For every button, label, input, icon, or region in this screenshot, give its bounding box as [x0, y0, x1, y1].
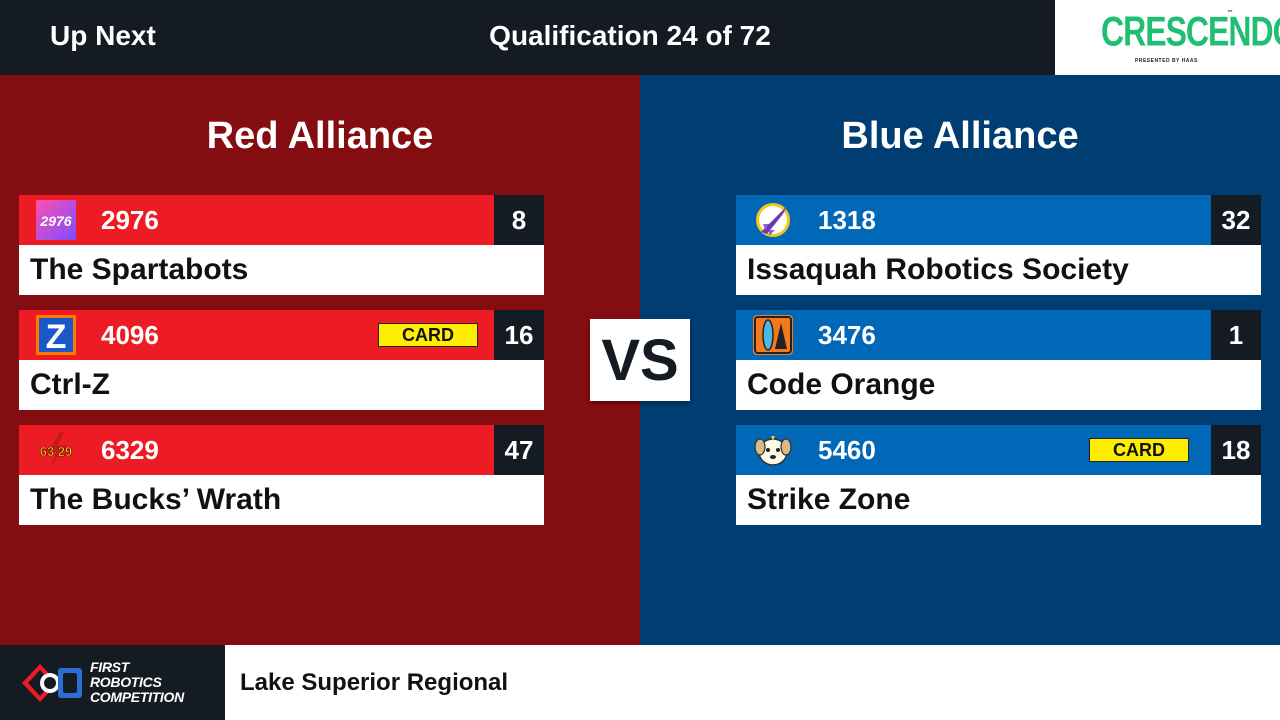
spartabots-logo-icon: 2976	[36, 200, 76, 240]
ctrl-z-logo-icon: Z	[36, 315, 76, 355]
team-number: 6329	[101, 435, 159, 465]
team-number: 4096	[101, 320, 159, 350]
team-rank: 47	[494, 425, 544, 475]
svg-text:63 29: 63 29	[40, 444, 73, 459]
blue-team-card-2: 3476 1 Code Orange	[736, 310, 1261, 410]
team-number-bar: 3476	[736, 310, 1211, 360]
team-number-bar: 5460 CARD	[736, 425, 1211, 475]
status-label: Up Next	[50, 20, 156, 51]
surfboard-logo-icon	[753, 315, 793, 355]
team-number: 2976	[101, 205, 159, 235]
team-name: The Bucks’ Wrath	[19, 475, 544, 525]
team-name: The Spartabots	[19, 245, 544, 295]
team-name: Code Orange	[736, 360, 1261, 410]
blue-alliance-title: Blue Alliance	[841, 115, 1079, 157]
versus-label: VS	[590, 319, 690, 401]
team-number-bar: 63 29 6329	[19, 425, 494, 475]
team-rank: 32	[1211, 195, 1261, 245]
red-team-card-2: Z 4096 CARD 16 Ctrl-Z	[19, 310, 544, 410]
team-rank: 18	[1211, 425, 1261, 475]
team-number: 3476	[818, 320, 876, 350]
game-logo-word: CRESCENDO	[1101, 8, 1280, 55]
team-number-bar: Z 4096 CARD	[19, 310, 494, 360]
svg-text:2976: 2976	[39, 213, 71, 229]
blue-team-card-3: 5460 CARD 18 Strike Zone	[736, 425, 1261, 525]
team-rank: 16	[494, 310, 544, 360]
rocket-logo-icon	[756, 203, 790, 237]
crescendo-logo: CRESCENDO ™ PRESENTED BY HAAS	[1055, 0, 1280, 75]
team-number-bar: 1318	[736, 195, 1211, 245]
frc-logo: FIRST ROBOTICS COMPETITION	[0, 645, 225, 720]
team-rank: 1	[1211, 310, 1261, 360]
svg-text:Z: Z	[46, 318, 67, 355]
event-name: Lake Superior Regional	[240, 669, 509, 696]
card-badge: CARD	[378, 323, 478, 347]
team-number: 1318	[818, 205, 876, 235]
team-number: 5460	[818, 435, 876, 465]
game-logo-sponsor: PRESENTED BY HAAS	[1135, 58, 1198, 64]
bucks-wrath-logo-icon: 63 29	[39, 432, 73, 468]
red-alliance-title: Red Alliance	[206, 115, 434, 157]
red-team-card-3: 63 29 6329 47 The Bucks’ Wrath	[19, 425, 544, 525]
red-team-card-1: 2976 2976 8 The Spartabots	[19, 195, 544, 295]
team-name: Ctrl-Z	[19, 360, 544, 410]
blue-team-card-1: 1318 32 Issaquah Robotics Society	[736, 195, 1261, 295]
match-title: Qualification 24 of 72	[489, 20, 771, 51]
team-name: Strike Zone	[736, 475, 1261, 525]
team-number-bar: 2976 2976	[19, 195, 494, 245]
frc-wordmark: FIRST ROBOTICS COMPETITION	[90, 659, 184, 705]
trademark-mark: ™	[1227, 10, 1233, 16]
first-robotics-logo-icon	[22, 664, 82, 702]
footer-bar: FIRST ROBOTICS COMPETITION Lake Superior…	[0, 645, 1280, 720]
team-name: Issaquah Robotics Society	[736, 245, 1261, 295]
red-alliance-panel: Red Alliance 2976 2976 8 The Spartabots …	[0, 75, 640, 645]
top-bar: Up Next Qualification 24 of 72 CRESCENDO…	[0, 0, 1280, 75]
dog-logo-icon	[754, 436, 792, 466]
team-rank: 8	[494, 195, 544, 245]
card-badge: CARD	[1089, 438, 1189, 462]
blue-alliance-panel: Blue Alliance 1318 32 Issaquah Robotics …	[640, 75, 1280, 645]
